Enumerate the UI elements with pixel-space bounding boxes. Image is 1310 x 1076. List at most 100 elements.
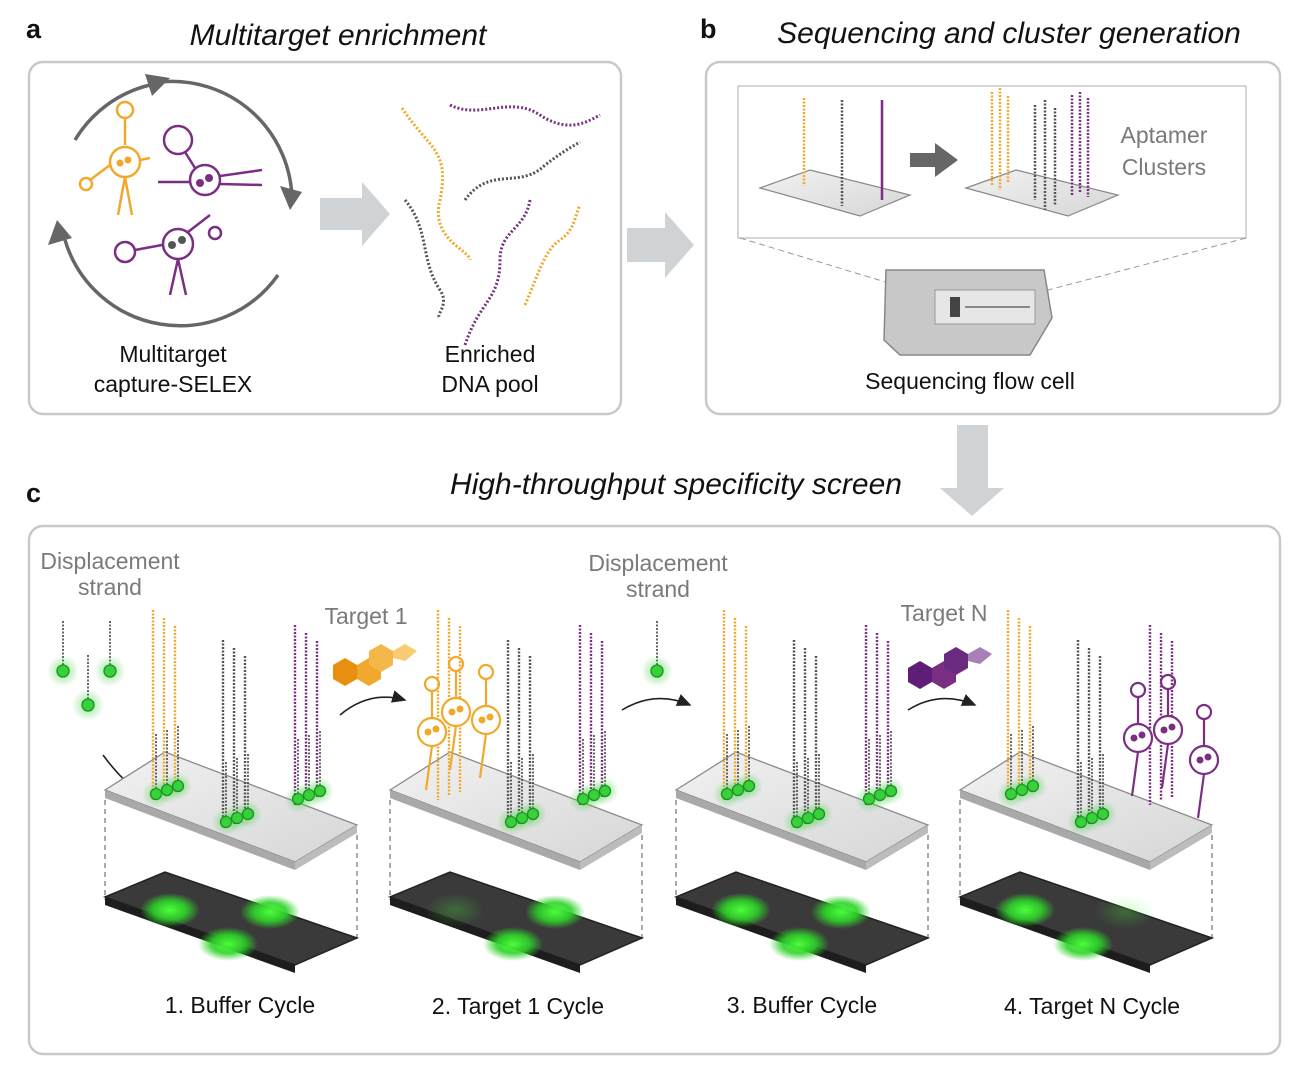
bound-aptamer-core xyxy=(1188,744,1220,776)
selex-cycle xyxy=(63,79,294,328)
target-1-label: Target 1 xyxy=(324,603,407,629)
fluorophore xyxy=(884,784,898,798)
flow-cell-device xyxy=(883,269,1053,356)
target-n-label: Target N xyxy=(901,600,988,626)
target-molecule xyxy=(168,241,176,249)
signal-spot xyxy=(711,893,771,927)
cycle-label-1: 1. Buffer Cycle xyxy=(165,992,315,1018)
bound-aptamer-core xyxy=(1152,714,1184,746)
signal-spot xyxy=(1053,927,1113,961)
cycle-label-3: 3. Buffer Cycle xyxy=(727,992,877,1018)
target-molecule xyxy=(178,236,186,244)
target-1-molecule xyxy=(333,644,417,686)
fluorophore xyxy=(241,807,255,821)
step-arrow xyxy=(621,694,692,711)
slide-edge xyxy=(960,790,1150,870)
b-to-c-arrow xyxy=(940,425,1004,516)
pool-label-line1: Enriched xyxy=(445,341,536,367)
panel-b-letter: b xyxy=(700,14,717,44)
bound-aptamer-core xyxy=(470,704,502,736)
signal-spot xyxy=(811,895,871,929)
signal-spot xyxy=(425,893,485,927)
slide-before xyxy=(758,169,912,217)
cluster-strands xyxy=(990,88,1090,210)
bound-aptamer-core xyxy=(416,716,448,748)
displacement-label-1-line2: strand xyxy=(78,574,142,600)
aptamer-gray xyxy=(113,214,223,296)
displacement-label-2-line1: Displacement xyxy=(588,550,728,576)
cluster-arrow xyxy=(910,143,958,177)
slide-edge xyxy=(295,825,357,870)
aptamer-purple xyxy=(158,124,263,197)
bound-aptamer-target xyxy=(1160,726,1168,734)
cycle-stage-1 xyxy=(102,610,360,973)
panel-a-letter: a xyxy=(26,14,42,44)
bound-aptamer-tail xyxy=(478,733,488,779)
bound-aptamer-core xyxy=(1122,722,1154,754)
bound-aptamer-tail xyxy=(448,725,458,771)
pool-label-line2: DNA pool xyxy=(441,371,538,397)
bound-aptamer-target xyxy=(478,716,486,724)
fluorophore xyxy=(171,779,185,793)
fluorophore xyxy=(56,664,70,678)
signal-spot xyxy=(198,927,258,961)
slide-edge xyxy=(1150,825,1212,870)
cycle-arrowhead xyxy=(145,74,170,96)
cycle-stages xyxy=(47,610,1220,973)
fluorophore xyxy=(812,807,826,821)
bound-aptamer-tail xyxy=(1160,743,1170,789)
panel-a-title: Multitarget enrichment xyxy=(190,19,488,52)
bound-aptamer-target xyxy=(432,725,440,733)
zoom-line xyxy=(739,237,946,301)
bound-aptamer-target xyxy=(1196,756,1204,764)
panel-b-title: Sequencing and cluster generation xyxy=(777,17,1241,50)
fluorophore xyxy=(650,664,664,678)
signal-spot xyxy=(1095,895,1155,929)
clusters-label-line1: Aptamer xyxy=(1121,122,1208,148)
slide-edge xyxy=(390,790,580,870)
target-molecule xyxy=(196,179,204,187)
target-molecule xyxy=(205,174,213,182)
cycle-label-2: 2. Target 1 Cycle xyxy=(432,993,604,1019)
slide-edge xyxy=(866,825,928,870)
fluorophore xyxy=(1026,779,1040,793)
dna-pool xyxy=(400,103,601,346)
signal-spot xyxy=(995,893,1055,927)
bound-aptamer-target xyxy=(1204,753,1212,761)
signal-spot xyxy=(240,895,300,929)
fluorophore xyxy=(526,807,540,821)
fluorophore xyxy=(742,779,756,793)
fluorophore xyxy=(81,698,95,712)
bound-aptamer-tail xyxy=(1130,751,1140,797)
bound-aptamer-target xyxy=(424,728,432,736)
signal-spot xyxy=(769,927,829,961)
bound-aptamer-core xyxy=(440,696,472,728)
slide-edge xyxy=(676,790,866,870)
bound-aptamer-target xyxy=(448,708,456,716)
step-arrow xyxy=(907,694,977,711)
bound-aptamer-target xyxy=(456,705,464,713)
panel-c-title: High-throughput specificity screen xyxy=(450,468,902,501)
slide-edge xyxy=(105,790,295,870)
target-n-molecule xyxy=(908,647,992,689)
cycle-stage-2 xyxy=(387,610,645,973)
displacement-label-2-line2: strand xyxy=(626,576,690,602)
bound-aptamer-tail xyxy=(424,745,434,791)
cycle-stage-4 xyxy=(957,610,1220,973)
bound-aptamer-target xyxy=(486,713,494,721)
a-to-b-arrow xyxy=(627,212,694,278)
target-molecule xyxy=(116,159,124,167)
bound-aptamer-target xyxy=(1168,723,1176,731)
fluorophore xyxy=(313,784,327,798)
pool-arrow xyxy=(320,182,390,246)
bound-aptamer-tail xyxy=(1196,773,1206,819)
displacement-label-1-line1: Displacement xyxy=(40,548,180,574)
cycle-stage-3 xyxy=(673,610,931,973)
bound-aptamer-target xyxy=(1138,731,1146,739)
cycle-label-4: 4. Target N Cycle xyxy=(1004,993,1180,1019)
selex-label-line2: capture-SELEX xyxy=(94,371,253,397)
fluorophore xyxy=(598,784,612,798)
cycle-arrowhead xyxy=(48,220,72,245)
bound-aptamer-target xyxy=(1130,734,1138,742)
